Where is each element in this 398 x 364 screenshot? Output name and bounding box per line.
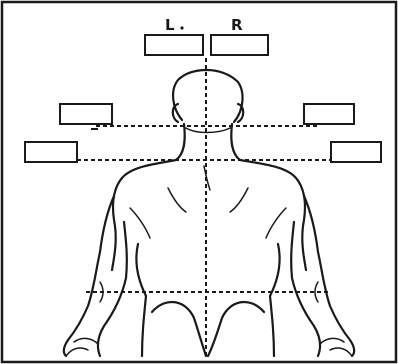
left-label-dot [180, 26, 183, 29]
left-side-label: L [165, 16, 175, 34]
left-shoulder-torso [112, 160, 176, 270]
left-buttock [152, 302, 206, 356]
right-buttock [208, 302, 264, 356]
upper-right-box[interactable] [304, 104, 354, 124]
right-scapula [230, 188, 248, 212]
upper-left-box[interactable] [60, 104, 112, 124]
right-hand [320, 338, 352, 356]
lower-left-box[interactable] [25, 142, 77, 162]
head-outline [173, 70, 242, 122]
lower-right-box[interactable] [331, 142, 381, 162]
left-waist [136, 244, 146, 356]
left-scapula [168, 188, 186, 212]
right-back-muscle [266, 208, 286, 238]
left-arm-outer [64, 196, 114, 356]
top-left-box[interactable] [145, 35, 203, 55]
left-back-muscle [130, 208, 150, 238]
top-right-box[interactable] [211, 35, 268, 55]
left-hand [66, 338, 98, 356]
neck-right [231, 124, 240, 160]
right-arm-outer [304, 196, 354, 356]
right-waist [270, 244, 280, 356]
right-shoulder-torso [240, 160, 306, 270]
neck-left [176, 124, 185, 160]
hairline [186, 128, 230, 133]
right-side-label: R [231, 16, 243, 34]
